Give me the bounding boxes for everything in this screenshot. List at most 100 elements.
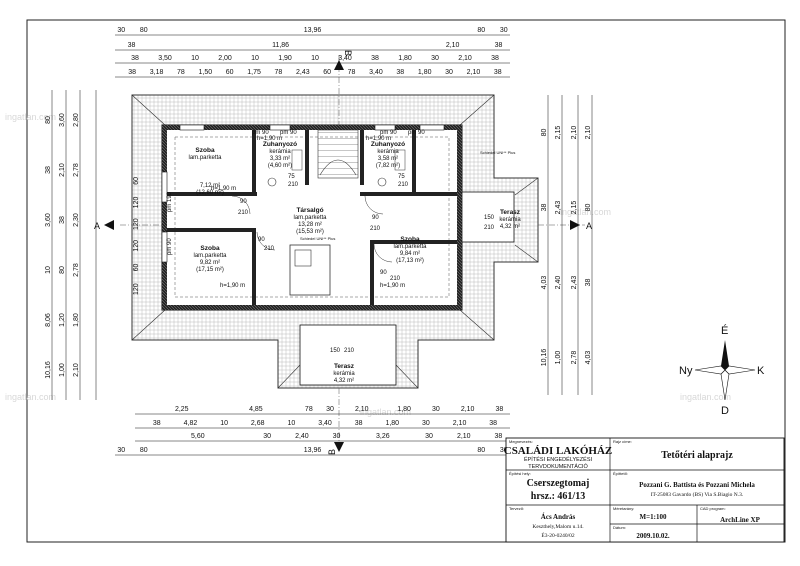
dimension-text-right: 10,16 <box>541 349 548 367</box>
dimension-text-bottom: 5,60 <box>191 433 205 440</box>
dimension-text-bottom: 38 <box>153 420 161 427</box>
dimension-text-top: 30 <box>500 27 508 34</box>
room-floor: lam.parketta <box>188 155 222 161</box>
dimension-text-left: 1,80 <box>73 313 80 327</box>
client-name: Pozzani G. Battista és Pozzani Michela <box>639 481 755 489</box>
watermark-text: ingatlan.com <box>360 407 411 417</box>
dimension-text-right: 4,03 <box>585 351 592 365</box>
dimension-text-top: 38 <box>495 42 503 49</box>
room-height: h=1,90 m <box>366 136 391 142</box>
dimension-text-bottom: 4,82 <box>184 420 198 427</box>
dimension-text-top: 38 <box>396 69 404 76</box>
dimension-text-top: 30 <box>445 69 453 76</box>
room-area: 7,12 m² <box>200 183 220 189</box>
dimension-text-right: 80 <box>541 129 548 137</box>
watermark-text: ingatlan.com <box>560 207 611 217</box>
room-area: 13,28 m² <box>298 222 322 228</box>
door-height: 210 <box>264 246 275 252</box>
room-szoba-nw-areas: 7,12 m² (12,60 m²) <box>196 183 224 196</box>
dimension-text-bottom: 30 <box>422 420 430 427</box>
dimension-text-left: 2,78 <box>73 263 80 277</box>
section-mark-a-right: A <box>586 221 592 231</box>
dimension-text-top: 11,86 <box>272 42 289 49</box>
section-mark-b-top: B <box>343 50 353 56</box>
room-szoba-se: Szoba lam.parketta 9,84 m² (17,13 m²) h=… <box>380 236 427 289</box>
door-height: 210 <box>344 348 355 354</box>
dimension-text-top: 30 <box>431 55 439 62</box>
project-subtitle-1: ÉPÍTÉSI ENGEDÉLYEZÉSI <box>524 456 593 463</box>
dimension-text-top: 10 <box>311 55 319 62</box>
dimension-text-left: 2,10 <box>73 363 80 377</box>
dimension-text-left: 80 <box>59 266 66 274</box>
dimension-text-left: 8,06 <box>45 313 52 327</box>
dimension-text-top: 78 <box>348 69 356 76</box>
dimension-text-right: 2,43 <box>555 201 562 215</box>
watermark-text: ingatlan.com <box>5 112 56 122</box>
room-area-gross: (12,60 m²) <box>196 190 224 196</box>
label-epitesi-hely: Építési hely: <box>509 471 531 476</box>
dimension-text-top: 38 <box>491 55 499 62</box>
dimension-text-left: 2,10 <box>59 163 66 177</box>
watermark-text: ingatlan.com <box>680 392 731 402</box>
dimension-text-top: 2,43 <box>296 69 310 76</box>
dimension-text-bottom: 78 <box>305 406 313 413</box>
dimension-text-bottom: 38 <box>496 406 504 413</box>
dimension-text-right: 1,00 <box>555 351 562 365</box>
room-floor: kerámia <box>269 149 291 155</box>
label-cad-program: CAD program: <box>700 506 726 511</box>
room-tarsalgo: Társalgó lam.parketta 13,28 m² (15,53 m²… <box>293 207 327 235</box>
door-width: 75 <box>398 174 405 180</box>
dimension-text-top: 1,90 <box>278 55 292 62</box>
dimension-text-top: 1,80 <box>398 55 412 62</box>
dimension-text-bottom: 2,68 <box>251 420 265 427</box>
room-area-gross: (17,15 m²) <box>196 267 224 273</box>
room-area-gross: (4,60 m²) <box>268 163 292 169</box>
door-height: 210 <box>484 225 495 231</box>
room-name: Terasz <box>500 209 521 216</box>
dimension-text-top: 80 <box>477 27 485 34</box>
room-szoba-sw: Szoba lam.parketta 9,82 m² (17,15 m²) h=… <box>193 245 245 289</box>
dimension-text-left: 120 <box>133 197 140 209</box>
designer-name: Ács András <box>541 513 576 521</box>
north-arrow: É K D Ny <box>679 324 765 417</box>
dimension-text-bottom: 13,96 <box>304 447 322 454</box>
dimension-text-left: 2,80 <box>73 113 80 127</box>
dimension-text-left: 10 <box>45 266 52 274</box>
room-area: 4,32 m² <box>500 224 520 230</box>
dimension-text-bottom: 2,25 <box>175 406 189 413</box>
room-name: Zuhanyozó <box>263 141 297 148</box>
dimension-text-right: 2,15 <box>571 201 578 215</box>
dimension-text-bottom: 30 <box>326 406 334 413</box>
room-floor: lam.parketta <box>193 253 227 259</box>
room-floor: kerámia <box>377 149 399 155</box>
room-name: Zuhanyozó <box>371 141 405 148</box>
dimension-text-left: 3,60 <box>59 113 66 127</box>
designer-address: Keszthely,Malom u.14. <box>532 524 584 530</box>
dimension-text-left: 120 <box>133 283 140 295</box>
dimension-text-bottom: 2,10 <box>453 420 467 427</box>
drawing-title: Tetőtéri alaprajz <box>661 450 733 461</box>
room-height: h=1,90 m <box>220 283 245 289</box>
room-szoba-nw: Szoba lam.parketta h=1,90 m <box>188 147 236 192</box>
dimension-text-right: 2,15 <box>555 126 562 140</box>
dimension-text-top: 3,18 <box>150 69 164 76</box>
dimension-text-top: 30 <box>117 27 125 34</box>
door-width: 90 <box>380 270 387 276</box>
dimension-text-top: 13,96 <box>304 27 322 34</box>
door-height: 210 <box>390 276 401 282</box>
dimension-text-top: 1,75 <box>247 69 261 76</box>
door-height: 210 <box>398 182 409 188</box>
room-height: h=1,90 m <box>257 136 282 142</box>
dimension-text-right: 4,03 <box>541 276 548 290</box>
project-title: CSALÁDI LAKÓHÁZ <box>504 445 613 457</box>
room-terasz-east: Terasz kerámia 4,32 m² <box>499 209 521 230</box>
room-floor: kerámia <box>333 371 355 377</box>
dimension-text-bottom: 30 <box>333 433 341 440</box>
dimension-text-top: 38 <box>371 55 379 62</box>
dimension-text-top: 78 <box>275 69 283 76</box>
door-width: 90 <box>258 237 265 243</box>
dimension-text-bottom: 30 <box>117 447 125 454</box>
room-height: h=1,90 m <box>380 283 405 289</box>
dimension-text-left: 38 <box>45 166 52 174</box>
